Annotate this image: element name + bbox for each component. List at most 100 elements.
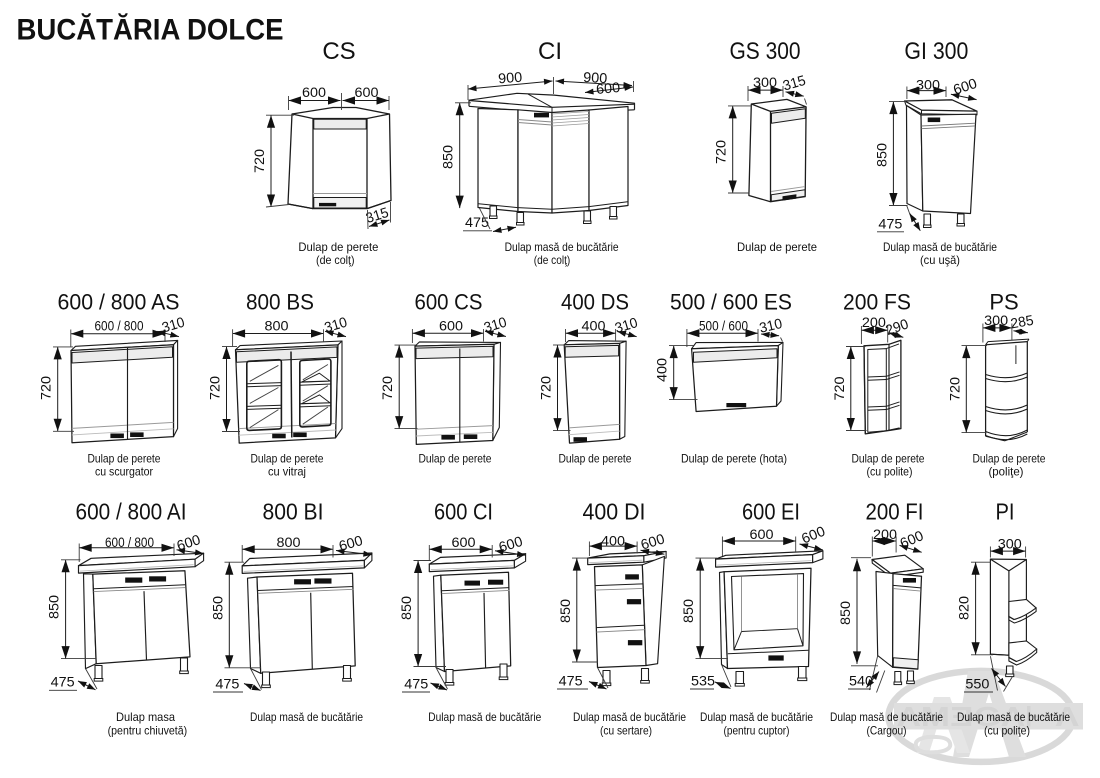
svg-text:Dulap masa: Dulap masa (116, 710, 175, 724)
svg-text:800: 800 (265, 319, 289, 335)
svg-text:475: 475 (878, 217, 902, 233)
svg-text:600: 600 (951, 76, 979, 99)
svg-text:310: 310 (613, 315, 640, 337)
svg-text:Dulap masă de bucătărie: Dulap masă de bucătărie (830, 710, 943, 724)
svg-text:310: 310 (758, 316, 784, 337)
svg-text:PI: PI (996, 498, 1015, 524)
svg-text:Dulap de perete: Dulap de perete (419, 452, 492, 466)
svg-text:Dulap masă de bucătărie: Dulap masă de bucătărie (250, 710, 363, 724)
svg-text:Dulap de perete: Dulap de perete (251, 452, 324, 466)
svg-text:(pentru cuptor): (pentru cuptor) (724, 723, 790, 737)
svg-text:600: 600 (639, 531, 667, 553)
svg-text:850: 850 (441, 145, 457, 169)
svg-text:(poliţe): (poliţe) (989, 465, 1024, 479)
svg-text:CI: CI (538, 38, 562, 65)
svg-text:850: 850 (838, 601, 854, 625)
svg-text:Dulap masă de bucătărie: Dulap masă de bucătărie (428, 710, 541, 724)
svg-text:720: 720 (714, 140, 730, 164)
svg-text:200: 200 (873, 527, 897, 543)
svg-text:300: 300 (984, 313, 1008, 329)
svg-text:Dulap masă de bucătărie: Dulap masă de bucătărie (573, 710, 686, 724)
svg-text:Dulap de perete: Dulap de perete (973, 452, 1046, 466)
svg-text:PS: PS (989, 290, 1018, 315)
svg-text:600: 600 (175, 532, 203, 555)
svg-text:Dulap de perete: Dulap de perete (852, 452, 925, 466)
svg-text:Dulap de perete: Dulap de perete (88, 452, 161, 466)
svg-text:720: 720 (539, 376, 555, 400)
svg-text:Dulap masă de bucătărie: Dulap masă de bucătărie (700, 710, 813, 724)
svg-text:535: 535 (691, 673, 715, 689)
svg-text:600 / 800: 600 / 800 (105, 535, 154, 551)
svg-text:290: 290 (884, 316, 911, 339)
svg-text:300: 300 (916, 78, 940, 94)
svg-text:GS 300: GS 300 (730, 38, 801, 65)
svg-text:820: 820 (957, 596, 973, 620)
svg-text:600 / 800 AS: 600 / 800 AS (58, 290, 180, 315)
svg-text:200: 200 (862, 315, 886, 331)
svg-text:800 BI: 800 BI (263, 499, 324, 525)
svg-text:720: 720 (947, 377, 963, 401)
svg-text:600: 600 (595, 80, 620, 98)
svg-text:600: 600 (750, 527, 774, 543)
svg-text:GI 300: GI 300 (904, 38, 968, 65)
svg-text:720: 720 (380, 376, 396, 400)
svg-text:(pentru chiuvetă): (pentru chiuvetă) (108, 723, 188, 737)
svg-text:720: 720 (252, 149, 268, 173)
svg-text:500 / 600: 500 / 600 (699, 318, 748, 334)
svg-text:720: 720 (39, 376, 55, 400)
svg-text:310: 310 (323, 315, 350, 337)
svg-text:850: 850 (558, 599, 574, 623)
svg-text:(cu sertare): (cu sertare) (600, 723, 652, 737)
svg-text:600: 600 (497, 534, 525, 556)
svg-text:Dulap de perete: Dulap de perete (737, 240, 817, 254)
svg-text:Dulap de perete (hota): Dulap de perete (hota) (681, 452, 787, 466)
svg-text:900: 900 (583, 70, 608, 87)
svg-text:850: 850 (399, 596, 415, 620)
svg-text:600 CI: 600 CI (434, 499, 493, 525)
svg-text:475: 475 (559, 673, 583, 689)
svg-text:400 DI: 400 DI (583, 499, 646, 525)
svg-text:600 EI: 600 EI (742, 499, 800, 525)
svg-text:Dulap de perete: Dulap de perete (298, 240, 378, 254)
svg-text:900: 900 (498, 70, 523, 88)
svg-text:720: 720 (832, 376, 848, 400)
svg-text:315: 315 (781, 73, 808, 95)
svg-text:850: 850 (47, 595, 63, 619)
svg-text:cu scurgator: cu scurgator (95, 465, 153, 479)
svg-text:BUCĂTĂRIA DOLCE: BUCĂTĂRIA DOLCE (17, 13, 284, 47)
svg-text:400: 400 (582, 318, 606, 334)
svg-text:(de colţ): (de colţ) (534, 253, 571, 267)
svg-text:850: 850 (681, 599, 697, 623)
svg-text:300: 300 (998, 537, 1022, 553)
svg-text:475: 475 (51, 675, 75, 691)
svg-text:400 DS: 400 DS (561, 290, 629, 315)
svg-text:Dulap masă de bucătărie: Dulap masă de bucătărie (883, 240, 997, 254)
svg-text:600: 600 (302, 85, 326, 101)
svg-text:200 FS: 200 FS (843, 290, 911, 315)
svg-text:Dulap masă de bucătărie: Dulap masă de bucătărie (957, 710, 1070, 724)
svg-text:500 / 600 ES: 500 / 600 ES (670, 290, 792, 315)
svg-text:850: 850 (210, 596, 226, 620)
svg-text:cu vitraj: cu vitraj (268, 465, 306, 479)
svg-text:(Cargou): (Cargou) (867, 723, 907, 737)
svg-text:CS: CS (322, 38, 355, 65)
svg-text:285: 285 (1009, 313, 1035, 333)
svg-text:850: 850 (874, 143, 890, 167)
svg-text:475: 475 (465, 215, 489, 231)
svg-text:310: 310 (482, 315, 509, 337)
svg-text:475: 475 (404, 676, 428, 692)
svg-text:ΛMƎGΛ⊢Λ: ΛMƎGΛ⊢Λ (897, 701, 1079, 732)
svg-text:540: 540 (849, 673, 873, 689)
svg-text:600 / 800 AI: 600 / 800 AI (76, 499, 187, 525)
svg-text:400: 400 (601, 533, 625, 549)
svg-text:310: 310 (160, 315, 187, 337)
svg-text:315: 315 (364, 205, 391, 227)
svg-text:Dulap de perete: Dulap de perete (559, 452, 632, 466)
svg-text:400: 400 (655, 358, 671, 382)
svg-text:Dulap masă de bucătărie: Dulap masă de bucătărie (505, 240, 619, 254)
svg-text:600: 600 (355, 85, 379, 101)
svg-text:800: 800 (277, 535, 301, 551)
svg-text:600 CS: 600 CS (415, 290, 483, 315)
svg-text:800 BS: 800 BS (246, 290, 314, 315)
svg-text:600: 600 (439, 318, 463, 334)
